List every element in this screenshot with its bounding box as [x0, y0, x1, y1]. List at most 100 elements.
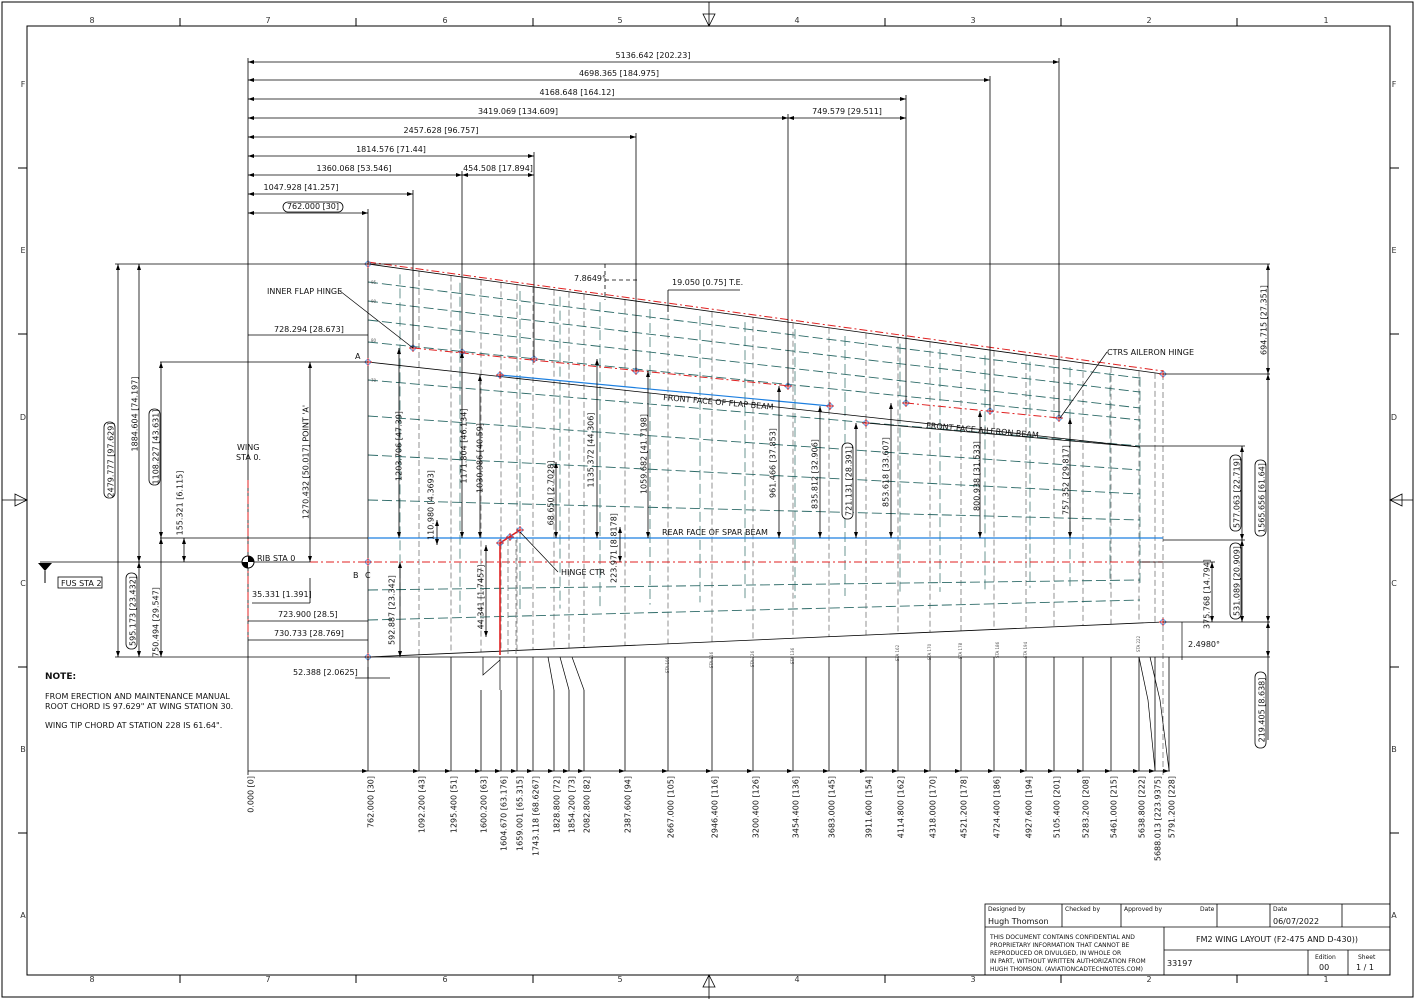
confidentiality-line: IN PART, WITHOUT WRITTEN AUTHORIZATION F… — [990, 958, 1146, 965]
date-value: 06/07/2022 — [1273, 917, 1319, 926]
station-dimension-label: 1092.200 [43] — [418, 776, 427, 833]
note-line: FROM ERECTION AND MAINTENANCE MANUAL — [45, 692, 230, 701]
station-tag-label: STA 222 — [1136, 635, 1141, 652]
station-dimension-label: 5283.200 [208] — [1082, 776, 1091, 838]
vertical-dimension-label: 961.466 [37.853] — [769, 428, 778, 498]
zone-column-label: 6 — [442, 16, 447, 25]
station-dimension-label: 3454.400 [136] — [792, 776, 801, 838]
station-dimension-label: 1604.670 [63.176] — [500, 776, 509, 851]
horizontal-dimension-label: 1814.576 [71.44] — [356, 145, 426, 154]
vertical-dimension-label: 2479.777 [97.629] — [107, 423, 116, 498]
station-tag-label: STA 194 — [1023, 641, 1028, 658]
sheet-label: Sheet — [1358, 954, 1376, 961]
spar-beam-label: REAR FACE OF SPAR BEAM — [662, 528, 768, 537]
vertical-dimension-label: 1270.432 [50.017] POINT 'A' — [302, 405, 311, 519]
vertical-dimension-label: 110.980 [4.3693] — [427, 470, 436, 540]
vertical-dimension-label: 1108.227 [43.631] — [152, 410, 161, 485]
station-dimension-label: 2667.000 [105] — [667, 776, 676, 838]
zone-row-label: F — [21, 80, 26, 89]
station-tag-label: STA 178 — [958, 642, 963, 659]
chord-line-label: 95 — [371, 280, 377, 285]
zone-column-label: 3 — [970, 975, 975, 984]
vertical-dimension-label: 1030.986 [40.59] — [476, 423, 485, 493]
station-tag-label: STA 126 — [750, 650, 755, 667]
vertical-dimension-label: 68.650 [2.7028] — [547, 461, 556, 526]
vertical-dimension-label: 375.768 [14.794] — [1203, 559, 1212, 629]
wing-sta-label: WING — [237, 443, 259, 452]
vertical-dimension-label: 757.352 [29.817] — [1062, 445, 1071, 515]
station-dimension-label: 762.000 [30] — [367, 776, 376, 828]
station-dimension-label: 0.000 [0] — [247, 776, 256, 813]
station-dimension-label: 5791.200 [228] — [1168, 776, 1177, 838]
vertical-dimension-label: 1884.604 [74.197] — [131, 377, 140, 452]
zone-row-label: D — [1391, 413, 1397, 422]
vertical-dimension-label: 44.341 [1.7457] — [477, 565, 486, 630]
note-line: WING TIP CHORD AT STATION 228 IS 61.64". — [45, 721, 222, 730]
hinge-point-marker-icon — [496, 539, 504, 547]
hinge-point-marker-icon — [496, 371, 504, 379]
designed-by-value: Hugh Thomson — [988, 917, 1049, 926]
vertical-dimension-label: 750.494 [29.547] — [152, 587, 161, 657]
vertical-dimension-label: 853.618 [33.607] — [882, 437, 891, 507]
zone-row-label: E — [20, 246, 25, 255]
chord-line-label: 90 — [371, 299, 377, 304]
point-b-label: B — [353, 571, 359, 580]
leaders — [339, 290, 1183, 771]
designed-by-label: Designed by — [988, 906, 1026, 913]
station-dimension-label: 1659.001 [65.315] — [516, 776, 525, 851]
confidentiality-line: THIS DOCUMENT CONTAINS CONFIDENTIAL AND — [989, 934, 1135, 941]
wing-planform — [40, 260, 1167, 775]
station-dimension-label: 3911.600 [154] — [865, 776, 874, 838]
zone-row-label: C — [20, 579, 26, 588]
dim-52-label: 52.388 [2.0625] — [293, 668, 358, 677]
horizontal-dimension-label: 4698.365 [184.975] — [579, 69, 659, 78]
zone-column-label: 7 — [265, 975, 270, 984]
vertical-dimension-label: 1203.706 [47.39] — [395, 411, 404, 481]
title-block — [984, 903, 1391, 976]
vertical-dimension-label: 800.938 [31.533] — [973, 441, 982, 511]
dim-723-label: 723.900 [28.5] — [278, 610, 338, 619]
horizontal-dimension-label: 2457.628 [96.757] — [404, 126, 479, 135]
zone-column-label: 3 — [970, 16, 975, 25]
vertical-dimension-label: 694.715 [27.351] — [1260, 285, 1269, 355]
station-dimension-label: 1743.118 [68.6267] — [532, 776, 541, 856]
vertical-dimension-label: 223.971 [8.8178] — [610, 513, 619, 583]
rib-sta-0-datum-icon — [241, 555, 255, 569]
station-dimension-label: 1600.200 [63] — [480, 776, 489, 833]
vertical-dimension-label: 595.173 [23.432] — [129, 576, 138, 646]
drawing-frame — [26, 25, 1391, 976]
aileron-hinge-label: CTRS AILERON HINGE — [1107, 348, 1194, 357]
dim-730-label: 730.733 [28.769] — [274, 629, 344, 638]
zone-column-label: 8 — [89, 975, 94, 984]
vertical-dimension-label: 155.321 [6.115] — [176, 471, 185, 536]
zone-column-label: 1 — [1323, 975, 1328, 984]
zone-column-label: 5 — [617, 975, 622, 984]
zone-row-label: A — [20, 911, 26, 920]
station-tag-label: STA 105 — [665, 656, 670, 673]
vertical-dimension-label: 219.405 [8.638] — [1258, 678, 1267, 743]
station-dimension-label: 5638.800 [222] — [1138, 776, 1147, 838]
station-dimension-label: 3200.400 [126] — [752, 776, 761, 838]
vertical-dimension-label: 592.887 [23.342] — [388, 575, 397, 645]
hinge-ctr-label: HINGE CTR — [561, 568, 606, 577]
zone-column-label: 1 — [1323, 16, 1328, 25]
drawing-number: 33197 — [1167, 959, 1192, 968]
point-a-label: A — [355, 352, 361, 361]
flap-beam-line — [499, 374, 831, 407]
zone-column-label: 2 — [1146, 16, 1151, 25]
point-c-label: C — [365, 571, 371, 580]
confidentiality-line: REPRODUCED OR DIVULGED, IN WHOLE OR — [990, 950, 1121, 957]
confidentiality-line: PROPRIETARY INFORMATION THAT CANNOT BE — [990, 942, 1130, 949]
station-tag-label: STA 162 — [895, 644, 900, 661]
zone-row-label: B — [1391, 745, 1397, 754]
chord-line-label: 80 — [371, 338, 377, 343]
confidentiality-line: HUGH THOMSON. (AVIATIONCADTECHNOTES.COM) — [990, 966, 1143, 973]
checked-by-label: Checked by — [1065, 906, 1100, 913]
station-tag-label: STA 136 — [790, 647, 795, 664]
fus-sta-2-label: FUS STA 2 — [61, 579, 102, 588]
horizontal-dimension-label: 762.000 [30] — [287, 202, 339, 211]
vertical-dimension-label: 1059.682 [41.7198] — [640, 414, 649, 494]
note-line: ROOT CHORD IS 97.629" AT WING STATION 30… — [45, 702, 233, 711]
station-dimension-label: 5688.013 [223.9375] — [1154, 776, 1163, 861]
